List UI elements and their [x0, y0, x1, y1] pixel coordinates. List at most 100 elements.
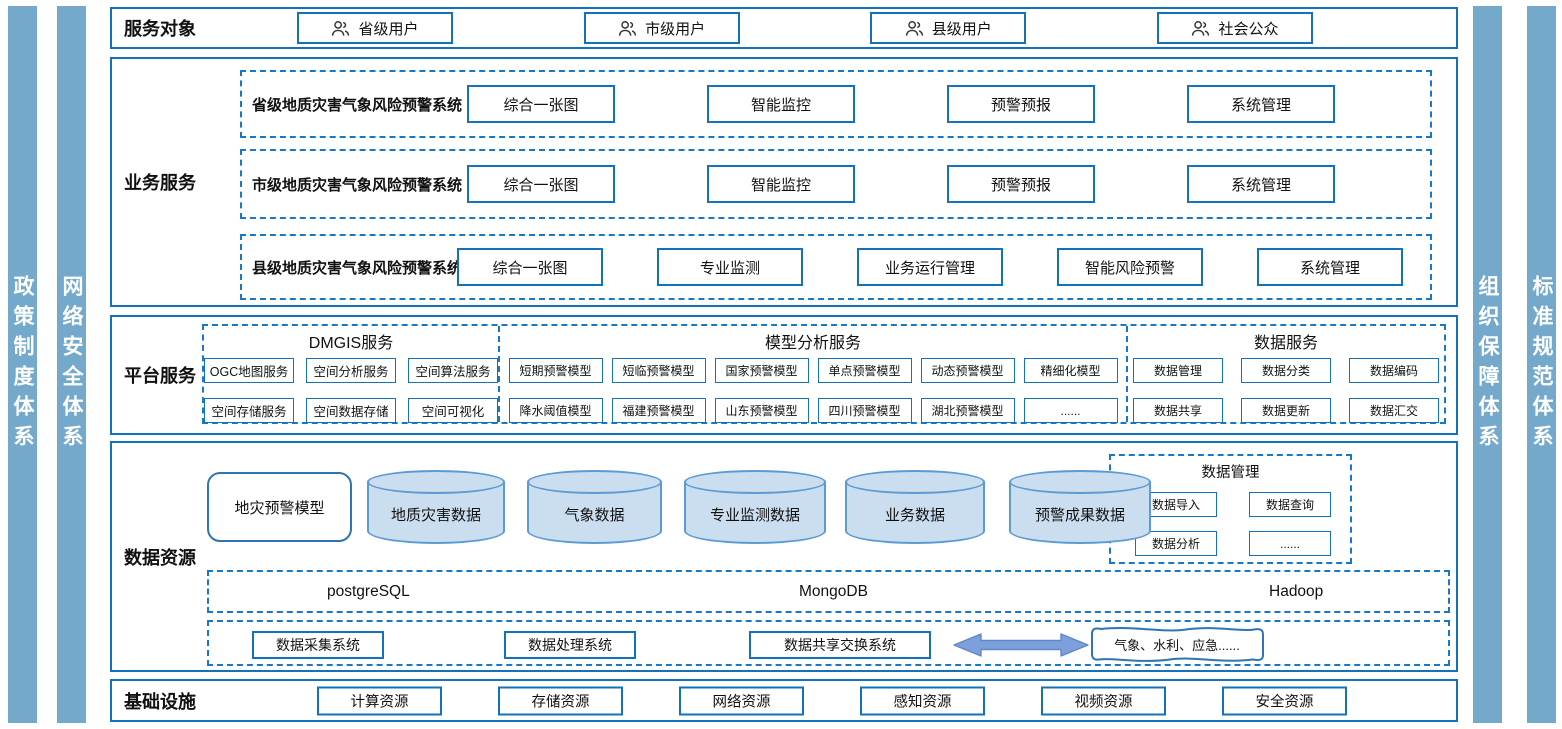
person-icon — [332, 20, 350, 36]
city-system-row: 市级地质灾害气象风险预警系统 综合一张图 智能监控 预警预报 系统管理 — [240, 149, 1432, 219]
system-name: 市级地质灾害气象风险预警系统 — [252, 176, 463, 194]
service-targets-title: 服务对象 — [124, 19, 196, 39]
module-box: 智能风险预警 — [1057, 248, 1203, 286]
database-layer: postgreSQL MongoDB Hadoop — [207, 570, 1450, 613]
module-box: 预警预报 — [947, 165, 1095, 203]
service-box: 单点预警模型 — [817, 358, 912, 383]
county-system-row: 县级地质灾害气象风险预警系统 综合一张图 专业监测 业务运行管理 智能风险预警 … — [240, 234, 1432, 300]
resource-box: 计算资源 — [317, 686, 442, 715]
cylinder-top — [367, 470, 505, 494]
cylinder-top — [845, 470, 985, 494]
cylinder-label: 预警成果数据 — [1034, 507, 1125, 524]
provincial-system-row: 省级地质灾害气象风险预警系统 综合一张图 智能监控 预警预报 系统管理 — [240, 70, 1432, 138]
service-box: ...... — [1023, 398, 1118, 423]
group-model-analysis: 模型分析服务 短期预警模型 短临预警模型 国家预警模型 单点预警模型 动态预警模… — [498, 326, 1128, 423]
right-bar-standards-label: 标准规范体系 — [1530, 274, 1553, 455]
cylinder-label: 地质灾害数据 — [390, 507, 481, 524]
resource-box: 存储资源 — [498, 686, 623, 715]
data-resources-band: 数据资源 地灾预警模型 地质灾害数据 气象数据 专业监测数据 业务数据 预警成果… — [110, 441, 1458, 672]
module-box: 综合一张图 — [457, 248, 603, 286]
user-boxes: 省级用户 市级用户 县级用户 社会公众 — [297, 12, 1313, 44]
cylinder-top — [1009, 470, 1151, 494]
service-box: 数据共享 — [1133, 398, 1223, 423]
service-box: 山东预警模型 — [714, 398, 809, 423]
system-box-process: 数据处理系统 — [504, 631, 636, 659]
group-row: 降水阈值模型 福建预警模型 山东预警模型 四川预警模型 湖北预警模型 .....… — [508, 398, 1118, 423]
module-box: 综合一张图 — [467, 85, 615, 123]
platform-services-band: 平台服务 DMGIS服务 OGC地图服务 空间分析服务 空间算法服务 空间存储服… — [110, 315, 1458, 435]
cylinder-label: 专业监测数据 — [709, 507, 800, 524]
infrastructure-title: 基础设施 — [124, 691, 196, 712]
right-bar-organization: 组织保障体系 — [1473, 6, 1502, 723]
service-box: 精细化模型 — [1023, 358, 1118, 383]
module-box: 预警预报 — [947, 85, 1095, 123]
group-dmgis: DMGIS服务 OGC地图服务 空间分析服务 空间算法服务 空间存储服务 空间数… — [204, 326, 498, 423]
system-name: 省级地质灾害气象风险预警系统 — [252, 96, 463, 114]
service-box: 空间分析服务 — [306, 358, 396, 383]
service-box: OGC地图服务 — [204, 358, 294, 383]
right-bar-standards: 标准规范体系 — [1527, 6, 1556, 723]
system-modules: 综合一张图 智能监控 预警预报 系统管理 — [467, 165, 1335, 203]
system-box-collect: 数据采集系统 — [252, 631, 384, 659]
service-box: 空间数据存储 — [306, 398, 396, 423]
cylinder-label: 气象数据 — [564, 507, 625, 524]
infrastructure-band: 基础设施 计算资源 存储资源 网络资源 感知资源 视频资源 安全资源 — [110, 679, 1458, 722]
data-resources-title: 数据资源 — [124, 547, 196, 568]
cylinder-top — [527, 470, 662, 494]
service-box: 福建预警模型 — [611, 398, 706, 423]
module-box: 智能监控 — [707, 165, 855, 203]
right-bar-organization-label: 组织保障体系 — [1476, 274, 1499, 455]
group-title: DMGIS服务 — [308, 335, 394, 352]
service-box: 动态预警模型 — [920, 358, 1015, 383]
external-sources-label: 气象、水利、应急...... — [1114, 638, 1240, 653]
service-box: 国家预警模型 — [714, 358, 809, 383]
service-box: 空间存储服务 — [204, 398, 294, 423]
person-icon — [1192, 20, 1210, 36]
module-box: 业务运行管理 — [857, 248, 1003, 286]
left-bar-policy: 政策制度体系 — [8, 6, 37, 723]
left-bar-policy-label: 政策制度体系 — [11, 274, 34, 455]
module-box: 综合一张图 — [467, 165, 615, 203]
data-management-panel: 数据管理 数据导入 数据查询 数据分析 ...... — [1109, 454, 1352, 564]
service-box: 空间可视化 — [408, 398, 498, 423]
group-title: 模型分析服务 — [764, 335, 861, 352]
group-data-services: 数据服务 数据管理 数据分类 数据编码 数据共享 数据更新 数据汇交 — [1128, 326, 1444, 423]
data-mgmt-box: 数据分析 — [1135, 531, 1217, 556]
resource-box: 安全资源 — [1222, 686, 1347, 715]
system-modules: 综合一张图 专业监测 业务运行管理 智能风险预警 系统管理 — [457, 248, 1403, 286]
user-box-city: 市级用户 — [583, 12, 740, 44]
cylinder-top — [684, 470, 826, 494]
platform-services-title: 平台服务 — [124, 366, 196, 386]
module-box: 系统管理 — [1187, 165, 1335, 203]
cylinder-body — [1009, 482, 1151, 544]
group-row: 数据共享 数据更新 数据汇交 — [1133, 398, 1439, 423]
system-modules: 综合一张图 智能监控 预警预报 系统管理 — [467, 85, 1335, 123]
resource-box: 视频资源 — [1041, 686, 1166, 715]
user-box-label: 县级用户 — [931, 20, 992, 38]
resource-box: 感知资源 — [860, 686, 985, 715]
group-title: 数据服务 — [1253, 335, 1318, 352]
data-mgmt-box: 数据查询 — [1249, 492, 1331, 517]
service-box: 数据管理 — [1133, 358, 1223, 383]
service-box: 湖北预警模型 — [920, 398, 1015, 423]
service-box: 数据汇交 — [1349, 398, 1439, 423]
data-mgmt-box: ...... — [1249, 531, 1331, 556]
cylinder-warning-result-data: 预警成果数据 — [1009, 470, 1151, 544]
data-systems-layer: 数据采集系统 数据处理系统 数据共享交换系统 气象、水利、应急...... — [207, 620, 1450, 666]
business-services-title: 业务服务 — [124, 173, 196, 193]
module-box: 专业监测 — [657, 248, 803, 286]
user-box-provincial: 省级用户 — [297, 12, 453, 44]
service-targets-band: 服务对象 省级用户 市级用户 县级用户 社会公众 — [110, 7, 1458, 49]
service-box: 四川预警模型 — [817, 398, 912, 423]
module-box: 系统管理 — [1257, 248, 1403, 286]
service-box: 空间算法服务 — [408, 358, 498, 383]
group-row: 短期预警模型 短临预警模型 国家预警模型 单点预警模型 动态预警模型 精细化模型 — [508, 358, 1118, 383]
external-sources-shape: 气象、水利、应急...... — [1082, 624, 1272, 666]
group-row: OGC地图服务 空间分析服务 空间算法服务 — [204, 358, 498, 383]
left-bar-network-security: 网络安全体系 — [57, 6, 86, 723]
system-box-exchange: 数据共享交换系统 — [749, 631, 931, 659]
disaster-warning-model-box: 地灾预警模型 — [207, 472, 352, 542]
service-box: 数据更新 — [1241, 398, 1331, 423]
person-icon — [905, 20, 923, 36]
